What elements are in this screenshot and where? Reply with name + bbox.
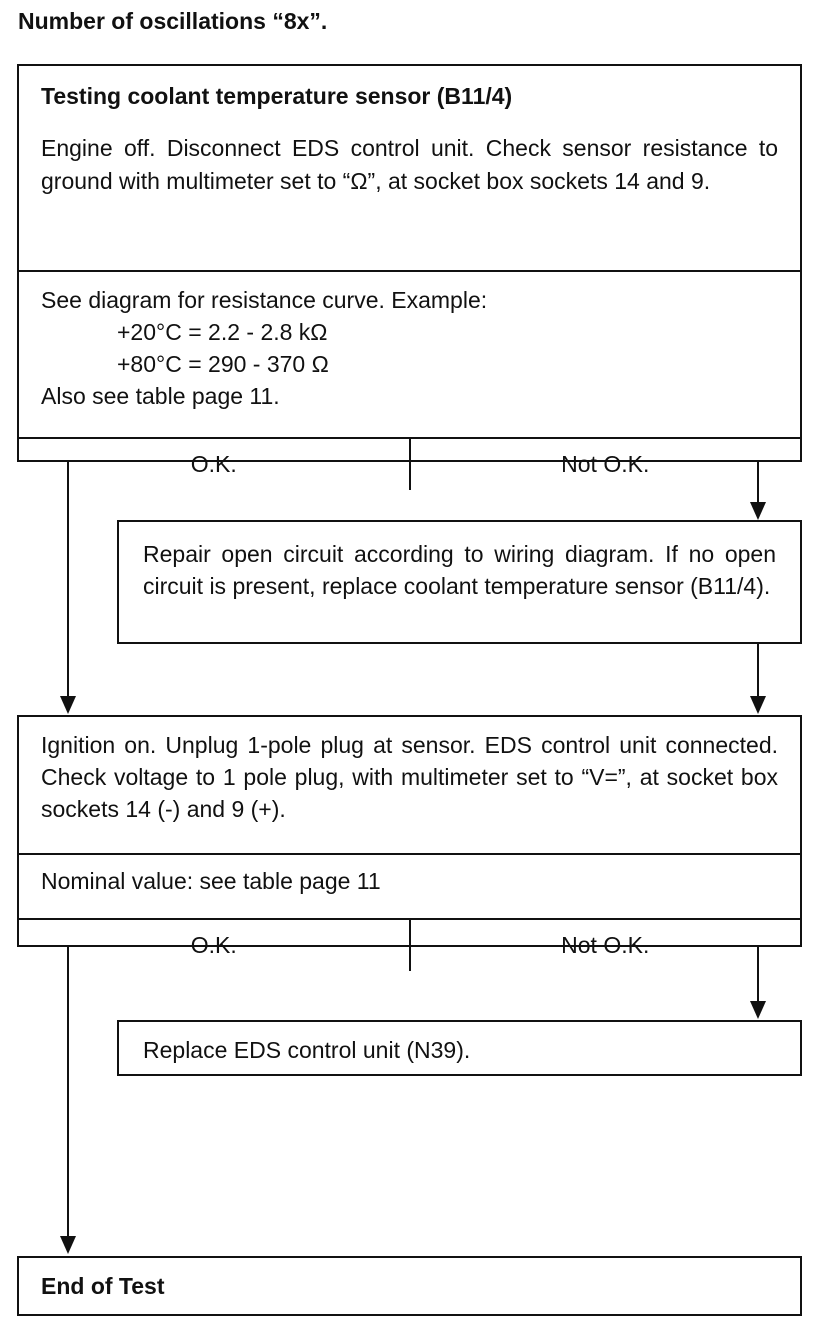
test2-nominal-text: Nominal value: see table page 11 [41,868,381,894]
test2-ok-label: O.K. [190,932,237,958]
test2-nominal: Nominal value: see table page 11 [19,855,800,920]
arrow-line-repair1 [757,644,759,696]
test1-result-row: O.K. Not O.K. [19,439,800,490]
replace-control-unit-box: Replace EDS control unit (N39). [117,1020,802,1076]
arrow-head-notok2 [750,1001,766,1019]
test-box-coolant-sensor: Testing coolant temperature sensor (B11/… [17,64,802,490]
test1-spec-line3: +80°C = 290 - 370 Ω [117,351,329,377]
end-of-test-label: End of Test [41,1273,165,1299]
arrow-line-ok1 [67,462,69,696]
test-box-voltage: Ignition on. Unplug 1-pole plug at senso… [17,715,802,971]
test1-not-ok-label: Not O.K. [408,439,801,490]
test2-instruction: Ignition on. Unplug 1-pole plug at senso… [41,732,778,822]
repair-open-circuit-box: Repair open circuit according to wiring … [117,520,802,644]
end-of-test-box: End of Test [17,1256,802,1316]
test1-spec-line2: +20°C = 2.2 - 2.8 kΩ [117,319,328,345]
arrow-head-ok2 [60,1236,76,1254]
test1-instruction: Engine off. Disconnect EDS control unit.… [41,135,778,194]
arrow-line-notok1 [757,462,759,502]
page-heading: Number of oscillations “8x”. [18,8,328,34]
test2-not-ok-label: Not O.K. [408,920,801,971]
arrow-line-notok2 [757,947,759,1001]
repair1-text: Repair open circuit according to wiring … [143,541,776,599]
test1-spec: See diagram for resistance curve. Exampl… [19,272,800,439]
arrow-line-ok2 [67,947,69,1236]
test1-title: Testing coolant temperature sensor (B11/… [41,83,513,109]
arrow-head-notok1 [750,502,766,520]
test1-ok-label: O.K. [190,451,237,477]
test1-spec-line4: Also see table page 11. [41,383,280,409]
test2-header: Ignition on. Unplug 1-pole plug at senso… [19,717,800,855]
test1-header: Testing coolant temperature sensor (B11/… [19,66,800,272]
arrow-head-ok1 [60,696,76,714]
test2-result-row: O.K. Not O.K. [19,920,800,971]
repair2-text: Replace EDS control unit (N39). [143,1037,471,1063]
arrow-head-repair1 [750,696,766,714]
test1-spec-line1: See diagram for resistance curve. Exampl… [41,287,488,313]
